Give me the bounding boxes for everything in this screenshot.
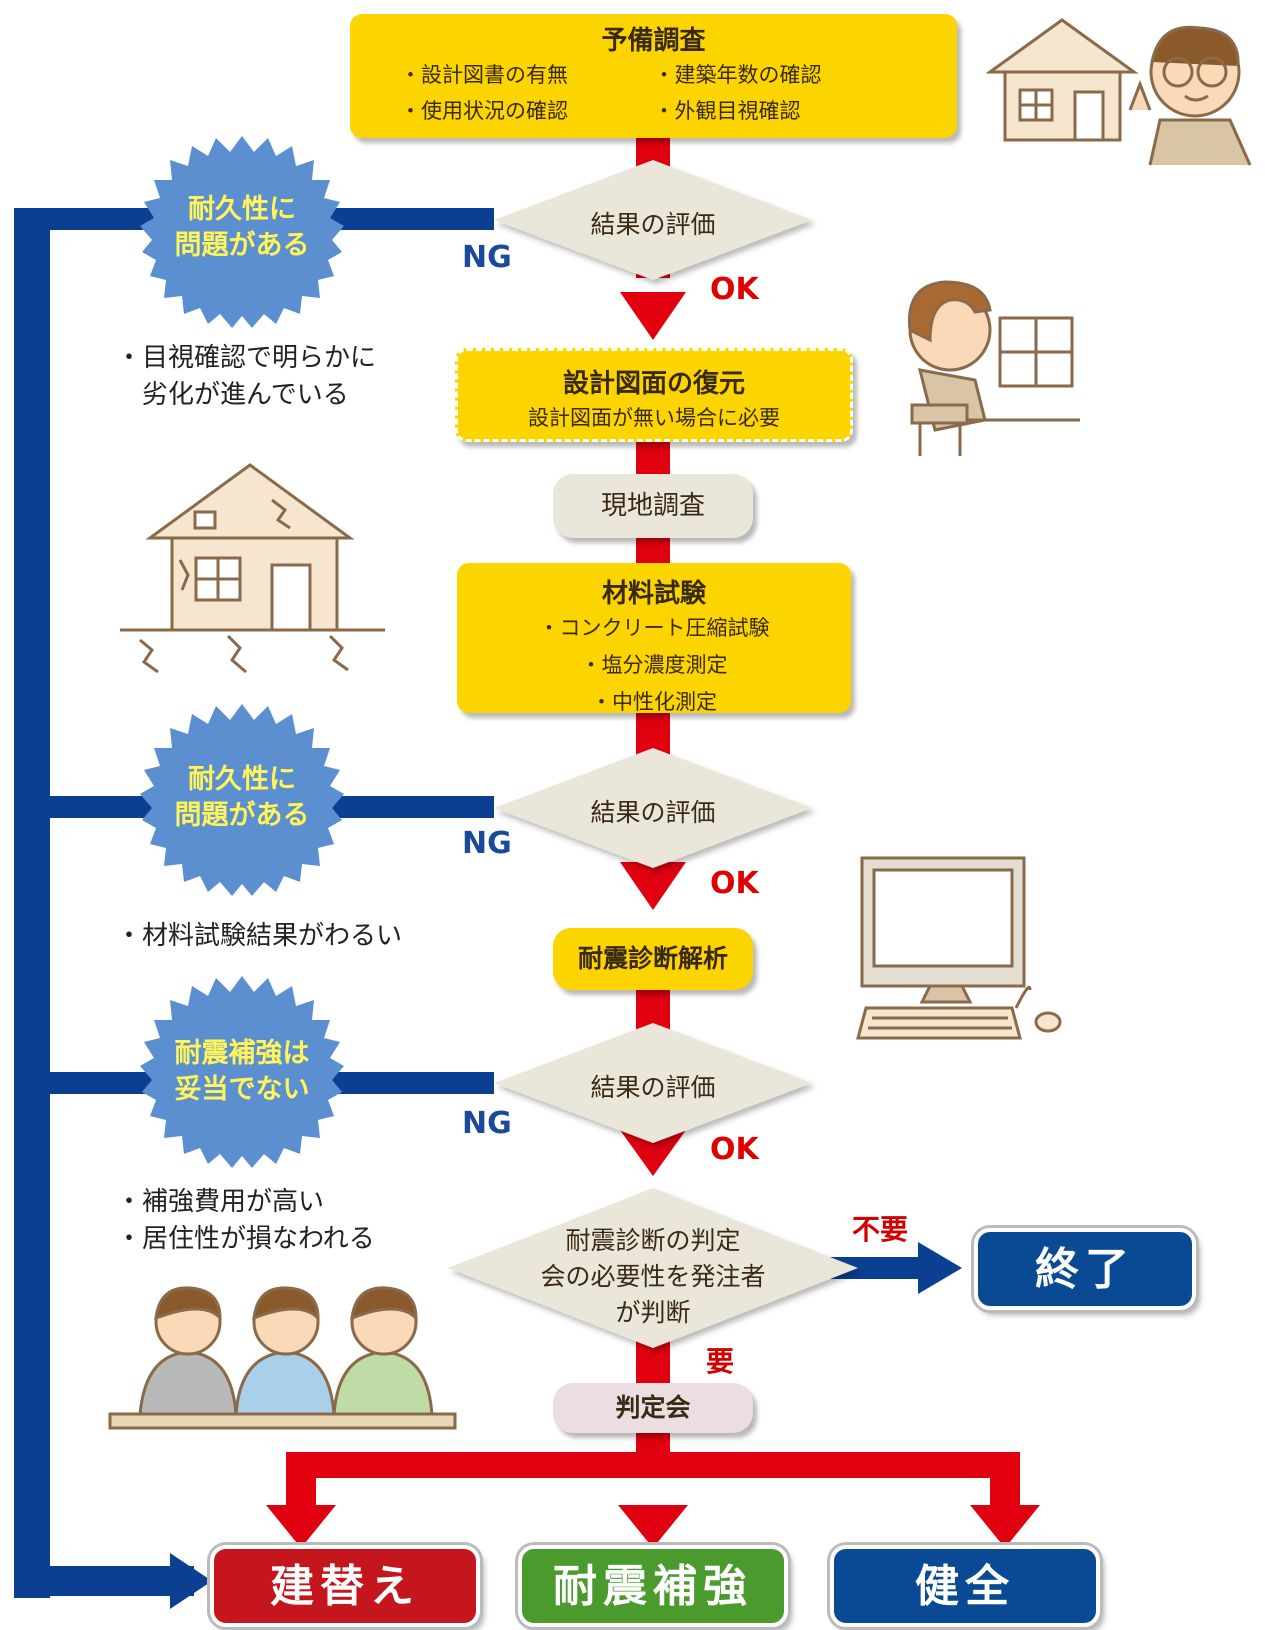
arrow-to-sound [970, 1505, 1040, 1548]
burst-line: 耐久性に [188, 764, 296, 795]
preliminary-item: ・設計図書の有無 [400, 63, 568, 87]
seismic-analysis-box: 耐震診断解析 [553, 928, 753, 990]
burst-line: 耐久性に [188, 194, 296, 225]
arrow-to-rebuild-from-ng [170, 1553, 212, 1609]
arrow-to-reinforce [618, 1505, 688, 1548]
site-survey-box: 現地調査 [553, 474, 753, 538]
decision-line: が判断 [615, 1298, 691, 1327]
preliminary-survey-items: ・設計図書の有無 ・建築年数の確認 ・使用状況の確認 ・外観目視確認 [350, 57, 957, 129]
material-test-item: ・塩分濃度測定 [580, 653, 728, 677]
reason-line: ・材料試験結果がわるい [116, 921, 403, 951]
ok-arrow [620, 292, 686, 340]
burst-line: 問題がある [174, 800, 310, 831]
drawing-restoration-title: 設計図面の復元 [562, 369, 745, 399]
preliminary-item: ・使用状況の確認 [400, 99, 568, 123]
drawing-restoration-box: 設計図面の復元 設計図面が無い場合に必要 [455, 348, 853, 442]
burst-line: 問題がある [174, 230, 310, 261]
decision-diamond-3 [494, 1023, 812, 1143]
unnecessary-line [830, 1257, 920, 1279]
result-reinforce: 耐震補強 [518, 1545, 788, 1627]
burst-line: 妥当でない [174, 1074, 310, 1105]
reason-note-2: ・材料試験結果がわるい [116, 918, 402, 955]
ok-label: OK [710, 1132, 759, 1167]
person-at-desk-illustration [907, 280, 1080, 456]
ok-label: OK [710, 866, 759, 901]
reason-note-1: ・目視確認で明らかに 劣化が進んでいる [116, 340, 376, 414]
burst-text-1: 耐久性に 問題がある [152, 192, 332, 264]
damaged-house-illustration [120, 463, 385, 674]
site-survey-label: 現地調査 [600, 491, 705, 521]
ok-label: OK [710, 272, 759, 307]
arrow-to-rebuild [266, 1505, 336, 1548]
decision-text-1: 結果の評価 [590, 210, 716, 239]
material-test-item: ・コンクリート圧縮試験 [538, 616, 770, 640]
judgement-meeting-box: 判定会 [553, 1383, 753, 1433]
ng-label: NG [462, 240, 512, 275]
preliminary-survey-box: 予備調査 ・設計図書の有無 ・建築年数の確認 ・使用状況の確認 ・外観目視確認 [350, 14, 957, 138]
reason-line: ・居住性が損なわれる [116, 1224, 375, 1254]
necessary-label: 要 [706, 1345, 735, 1378]
reason-line: 劣化が進んでいる [116, 380, 349, 410]
material-test-item: ・中性化測定 [591, 690, 717, 714]
material-test-box: 材料試験 ・コンクリート圧縮試験 ・塩分濃度測定 ・中性化測定 [457, 563, 851, 714]
computer-illustration [856, 856, 1062, 1040]
decision-text-3: 結果の評価 [590, 1073, 716, 1102]
decision-line: 耐震診断の判定 [565, 1226, 741, 1255]
ng-return-line [14, 1566, 194, 1596]
starburst-2 [140, 704, 344, 896]
reason-line: ・目視確認で明らかに [116, 343, 377, 373]
decision-text-2: 結果の評価 [590, 798, 716, 827]
seismic-analysis-label: 耐震診断解析 [577, 944, 728, 973]
ok-arrow [620, 862, 686, 910]
preliminary-item: ・建築年数の確認 [653, 63, 822, 87]
unnecessary-label: 不要 [852, 1213, 909, 1246]
decision-diamond-1 [494, 160, 812, 280]
material-test-title: 材料試験 [601, 579, 706, 609]
unnecessary-arrow [918, 1242, 962, 1294]
reason-note-3: ・補強費用が高い ・居住性が損なわれる [116, 1184, 375, 1258]
preliminary-survey-title: 予備調査 [601, 26, 706, 56]
ng-label: NG [462, 1106, 512, 1141]
starburst-3 [140, 976, 344, 1168]
result-branch-line [286, 1452, 316, 1512]
result-branch-line [990, 1452, 1020, 1512]
judgement-meeting-label: 判定会 [615, 1393, 691, 1422]
drawing-restoration-note: 設計図面が無い場合に必要 [528, 406, 780, 430]
result-rebuild: 建替え [210, 1545, 480, 1627]
result-branch-line [286, 1452, 1020, 1478]
burst-text-2: 耐久性に 問題がある [152, 762, 332, 834]
decision-text-4: 耐震診断の判定 会の必要性を発注者 が判断 [493, 1223, 813, 1331]
committee-illustration [108, 1286, 457, 1430]
ng-label: NG [462, 826, 512, 861]
inspector-house-illustration [985, 18, 1252, 166]
ng-return-line [14, 208, 50, 1598]
result-sound: 健全 [830, 1545, 1100, 1627]
decision-diamond-4 [448, 1188, 858, 1348]
result-end: 終了 [974, 1228, 1196, 1310]
ok-arrow [620, 1130, 686, 1176]
burst-line: 耐震補強は [174, 1038, 310, 1069]
reason-line: ・補強費用が高い [116, 1187, 325, 1217]
decision-line: 会の必要性を発注者 [540, 1262, 766, 1291]
starburst-1 [140, 136, 344, 328]
preliminary-item: ・外観目視確認 [653, 99, 801, 123]
burst-text-3: 耐震補強は 妥当でない [152, 1036, 332, 1108]
decision-diamond-2 [494, 748, 812, 868]
